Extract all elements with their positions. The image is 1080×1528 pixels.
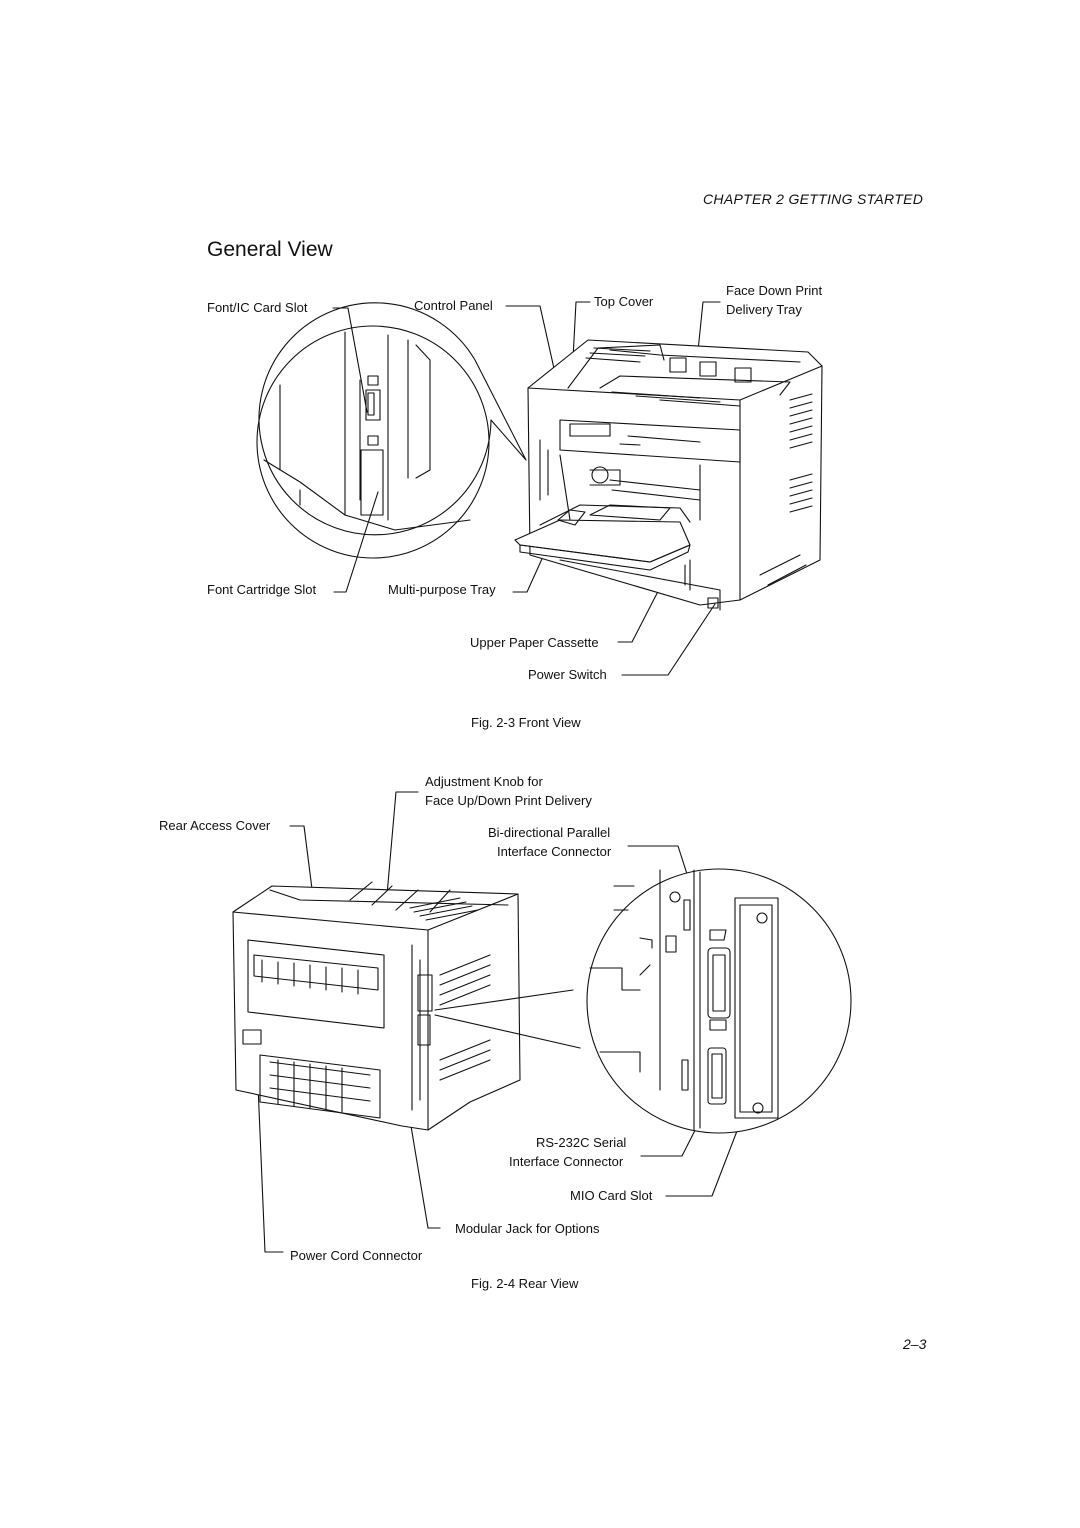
label-modular-jack: Modular Jack for Options bbox=[455, 1221, 600, 1236]
label-font-ic-card-slot: Font/IC Card Slot bbox=[207, 300, 308, 315]
label-face-down-line2: Delivery Tray bbox=[726, 302, 802, 317]
label-control-panel: Control Panel bbox=[414, 298, 493, 313]
rear-inset-magnifier-circle bbox=[587, 869, 851, 1133]
label-top-cover: Top Cover bbox=[594, 294, 654, 309]
label-parallel-line2: Interface Connector bbox=[497, 844, 612, 859]
label-parallel-line1: Bi-directional Parallel bbox=[488, 825, 611, 840]
label-upper-paper-cassette: Upper Paper Cassette bbox=[470, 635, 599, 650]
label-power-cord-connector: Power Cord Connector bbox=[290, 1248, 423, 1263]
multipurpose-tray bbox=[515, 505, 720, 610]
label-adjustment-knob-line2: Face Up/Down Print Delivery bbox=[425, 793, 592, 808]
label-serial-line2: Interface Connector bbox=[509, 1154, 624, 1169]
chapter-header: CHAPTER 2 GETTING STARTED bbox=[703, 191, 924, 207]
label-font-cartridge-slot: Font Cartridge Slot bbox=[207, 582, 317, 597]
inset-magnifier-circle bbox=[257, 303, 526, 558]
label-rear-access-cover: Rear Access Cover bbox=[159, 818, 271, 833]
page-number: 2–3 bbox=[903, 1336, 927, 1352]
label-mio-card-slot: MIO Card Slot bbox=[570, 1188, 653, 1203]
label-power-switch: Power Switch bbox=[528, 667, 607, 682]
figure-caption-rear-view: Fig. 2-4 Rear View bbox=[471, 1276, 579, 1291]
section-title: General View bbox=[207, 238, 333, 261]
rear-printer-body bbox=[233, 882, 520, 1130]
front-printer-body bbox=[528, 340, 822, 605]
label-serial-line1: RS-232C Serial bbox=[536, 1135, 627, 1150]
label-adjustment-knob-line1: Adjustment Knob for bbox=[425, 774, 543, 789]
label-multipurpose-tray: Multi-purpose Tray bbox=[388, 582, 496, 597]
label-face-down-line1: Face Down Print bbox=[726, 283, 823, 298]
figure-caption-front-view: Fig. 2-3 Front View bbox=[471, 715, 581, 730]
